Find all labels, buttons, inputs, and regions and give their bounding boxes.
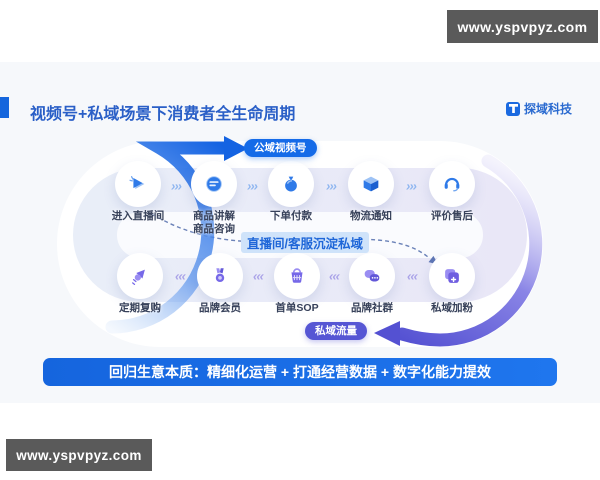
headset-service-icon — [429, 161, 475, 207]
brand-logo: 探域科技 — [506, 100, 572, 117]
product-globe-icon — [191, 161, 237, 207]
node-label: 首单SOP — [275, 302, 319, 314]
node-brand-community: 品牌社群 — [340, 253, 404, 315]
public-domain-badge: 公域视频号 — [244, 139, 317, 157]
package-box-icon — [348, 161, 394, 207]
flow-chevrons-right: ››› — [406, 178, 417, 194]
node-label: 品牌会员 — [199, 302, 241, 314]
node-label: 商品讲解商品咨询 — [193, 210, 235, 236]
page-title: 视频号+私域场景下消费者全生命周期 — [30, 106, 296, 123]
node-product-consult: 商品讲解商品咨询 — [182, 161, 246, 236]
node-repurchase: 定期复购 — [108, 253, 172, 315]
flow-chevrons-right: ››› — [326, 178, 337, 194]
node-after-sales: 评价售后 — [420, 161, 484, 223]
node-label: 定期复购 — [119, 302, 161, 314]
flow-chevrons-left: ‹‹‹ — [407, 268, 418, 284]
brand-logo-icon — [506, 101, 520, 116]
user-plus-icon — [429, 253, 475, 299]
money-bag-icon — [268, 161, 314, 207]
footer-banner: 回归生意本质：精细化运营 + 打通经营数据 + 数字化能力提效 — [43, 358, 557, 386]
node-enter-liveroom: 进入直播间 — [106, 161, 170, 223]
watermark-bottom: www.yspvpyz.com — [6, 439, 152, 471]
rocket-repeat-icon — [117, 253, 163, 299]
private-domain-badge: 私域流量 — [305, 322, 367, 340]
medal-icon — [197, 253, 243, 299]
public-flow-arrow — [105, 141, 231, 334]
node-label: 品牌社群 — [351, 302, 393, 314]
node-brand-member: 品牌会员 — [188, 253, 252, 315]
flow-chevrons-left: ‹‹‹ — [329, 268, 340, 284]
node-logistics-notice: 物流通知 — [339, 161, 403, 223]
brand-logo-text: 探域科技 — [524, 102, 573, 116]
flow-chevrons-left: ‹‹‹ — [253, 268, 264, 284]
watermark-top: www.yspvpyz.com — [447, 10, 598, 43]
node-label: 物流通知 — [350, 210, 392, 222]
public-flow-arrowhead — [224, 136, 248, 161]
node-add-fans: 私域加粉 — [420, 253, 484, 315]
middle-flow-label: 直播间/客服沉淀私域 — [241, 232, 369, 253]
basket-icon — [274, 253, 320, 299]
node-label: 下单付款 — [270, 210, 312, 222]
chat-bubbles-icon — [349, 253, 395, 299]
flow-chevrons-right: ››› — [247, 178, 258, 194]
node-order-payment: 下单付款 — [259, 161, 323, 223]
play-live-icon — [115, 161, 161, 207]
flow-chevrons-left: ‹‹‹ — [175, 268, 186, 284]
private-flow-arrowhead — [374, 321, 400, 346]
node-label: 私域加粉 — [431, 302, 473, 314]
node-label: 评价售后 — [431, 210, 473, 222]
node-first-order-sop: 首单SOP — [265, 253, 329, 315]
node-label: 进入直播间 — [111, 210, 165, 222]
title-accent-bar — [0, 97, 9, 118]
private-flow-arrow — [395, 154, 543, 347]
flow-chevrons-right: ››› — [171, 178, 182, 194]
